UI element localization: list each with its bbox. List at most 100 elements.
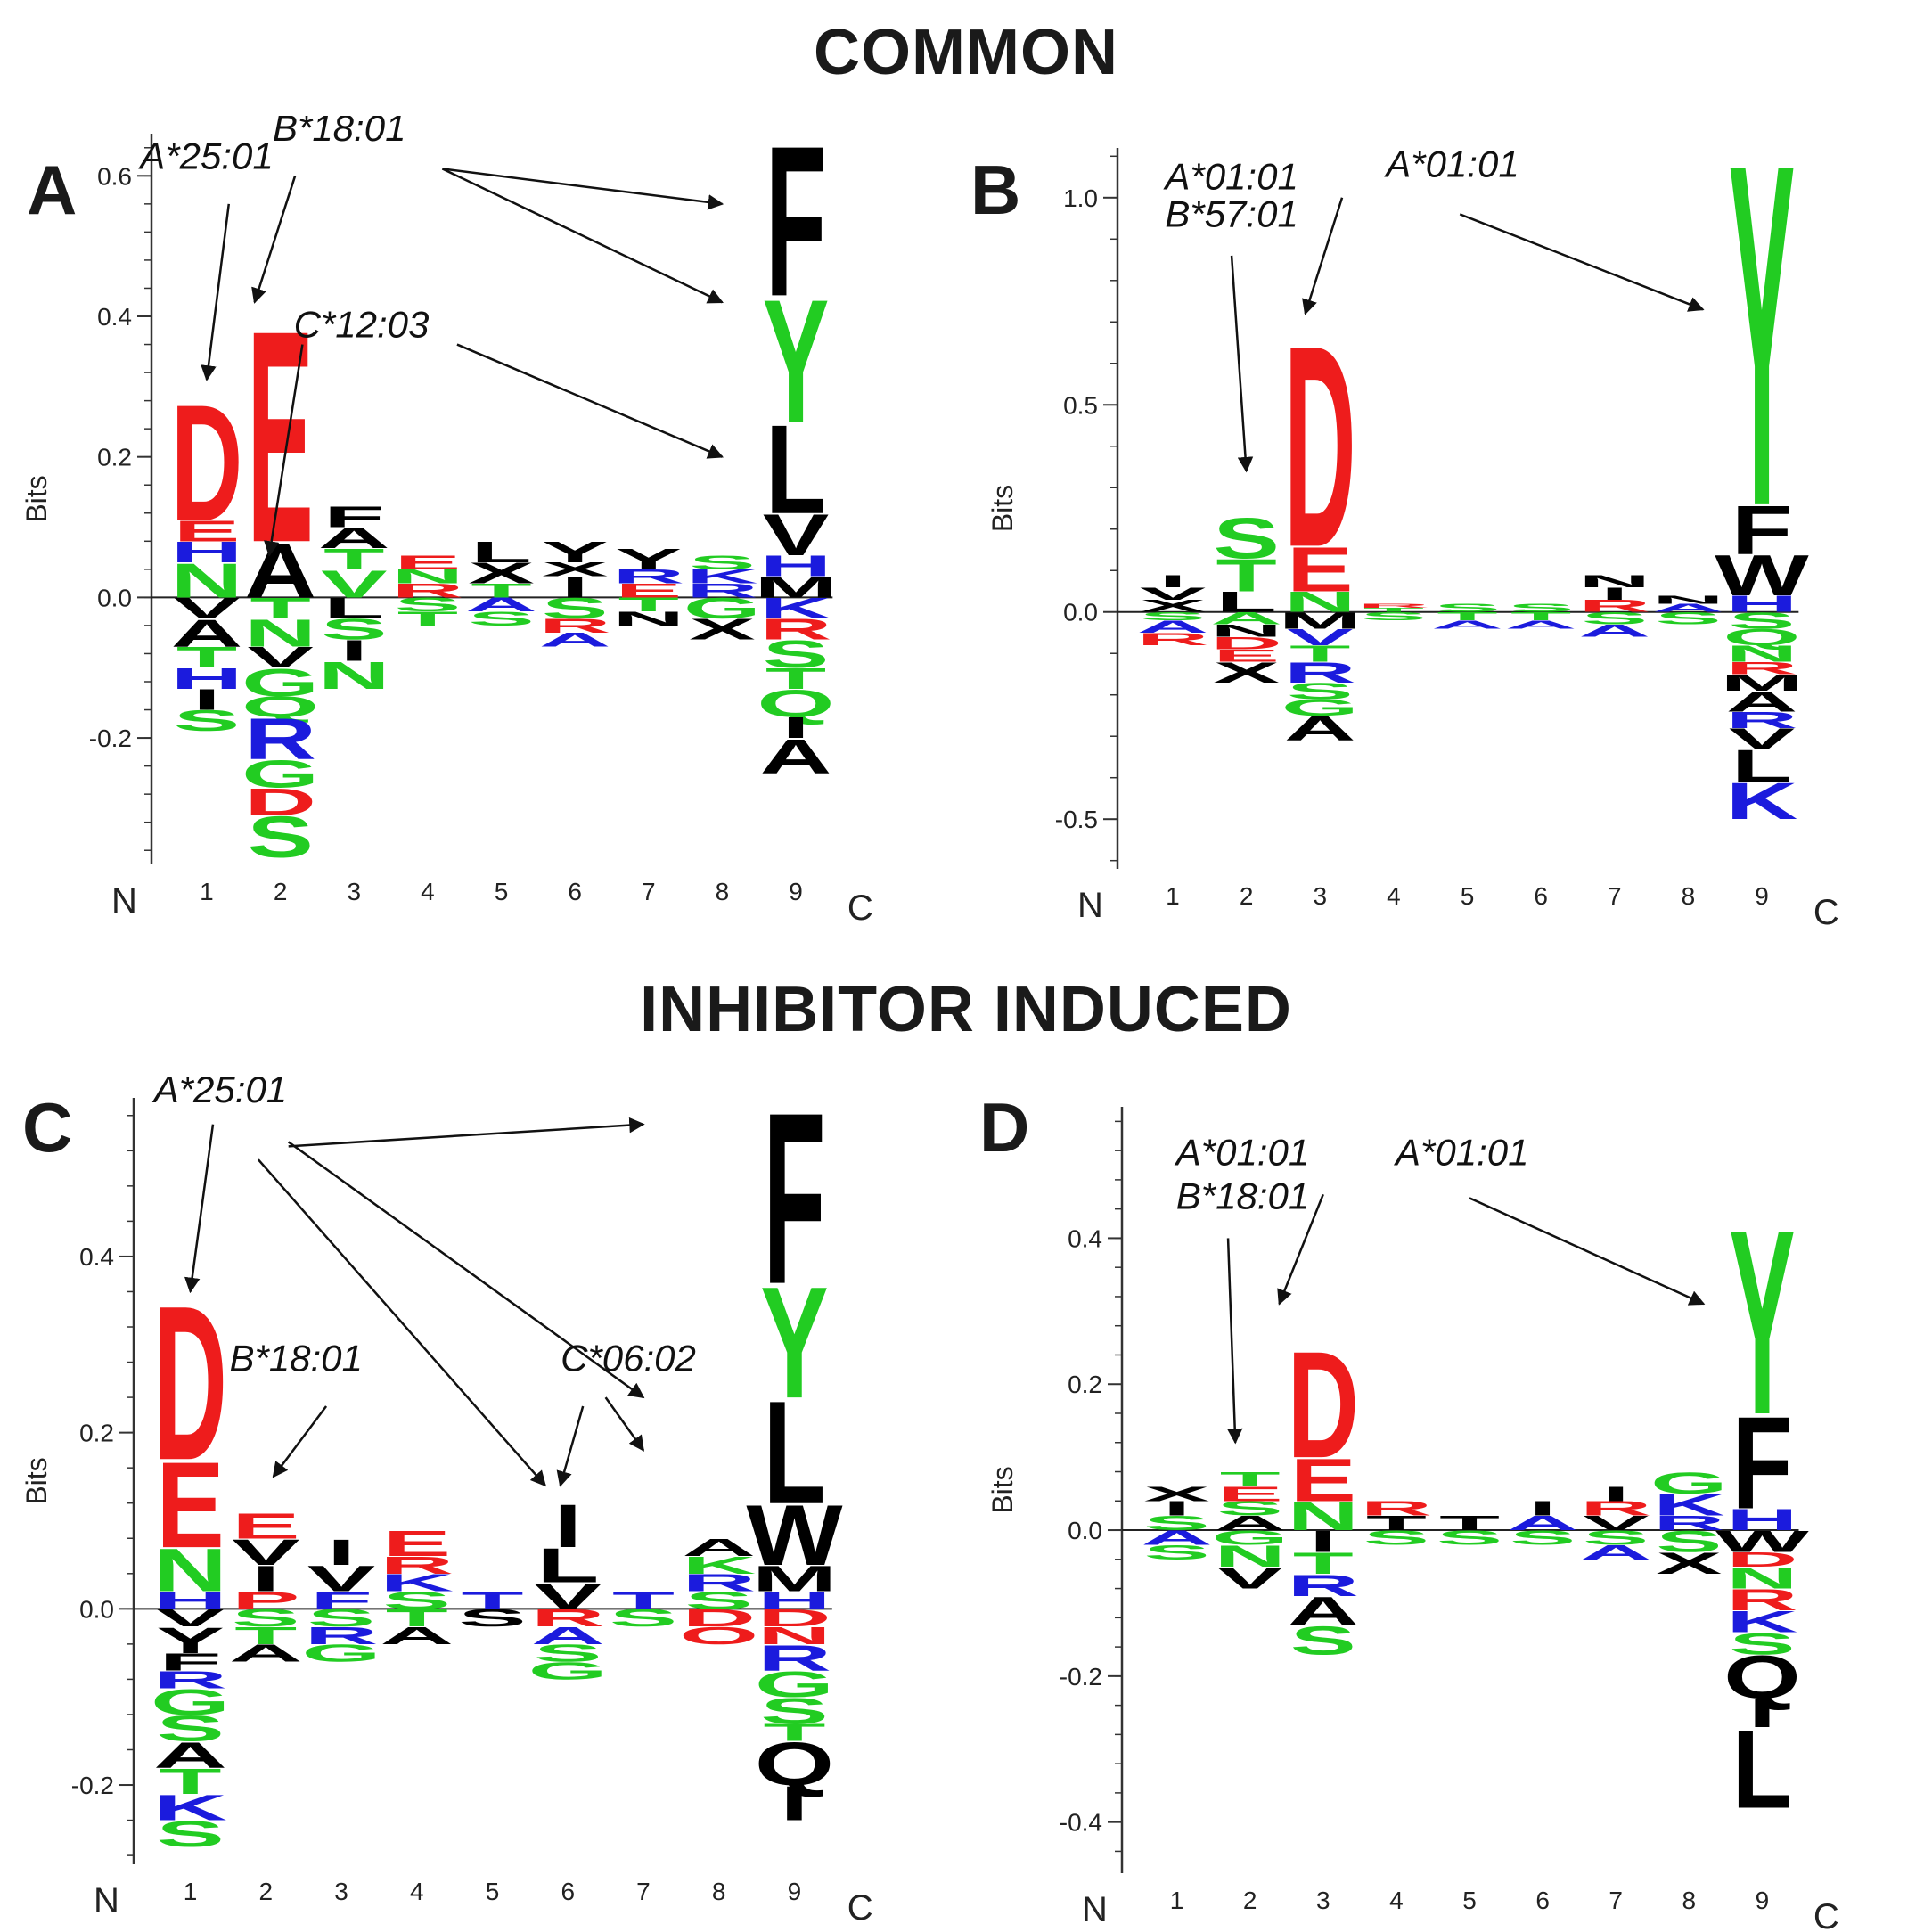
allele-annotation: A*01:01 [1174, 1132, 1309, 1174]
logo-letter-r: R [1361, 1497, 1432, 1520]
x-tick-label: 2 [274, 878, 288, 905]
logo-letter-s: S [1434, 602, 1501, 614]
y-tick-label: 0.2 [97, 444, 132, 471]
logo-letter-t: T [763, 1719, 825, 1747]
y-tick-label: 0.4 [97, 303, 132, 331]
x-tick-label: 8 [1682, 1887, 1697, 1914]
logo-letter-k: K [1653, 1488, 1724, 1522]
logo-letter-r: R [757, 1638, 831, 1679]
logo-letter-n: N [171, 553, 243, 609]
logo-letter-t: T [461, 1587, 523, 1615]
logo-letter-r: R [1137, 629, 1209, 649]
annotation-arrow [442, 168, 724, 210]
logo-letter-r: R [760, 613, 832, 646]
y-tick-label: 0.5 [1063, 391, 1098, 419]
logo-letter-q: Q [242, 691, 319, 724]
x-tick-label: 9 [788, 1878, 802, 1905]
logo-letter-v: V [1583, 1511, 1649, 1535]
logo-letter-e: E [1213, 646, 1280, 666]
logo-letter-i: I [782, 712, 809, 745]
logo-letter-t: T [397, 608, 458, 629]
panel-letter-b: B [970, 151, 1020, 229]
logo-letter-l: L [1731, 741, 1792, 792]
x-tick-label: 3 [334, 1878, 348, 1905]
x-tick-label: 4 [421, 878, 435, 905]
x-tick-label: 4 [410, 1878, 424, 1905]
logo-letter-a: A [1726, 686, 1798, 718]
logo-letter-i: I [1600, 584, 1628, 603]
logo-letter-r: R [1288, 1568, 1359, 1602]
logo-letter-s: S [458, 1604, 526, 1632]
logo-letter-x: X [1144, 1483, 1210, 1506]
logo-letter-l: L [536, 1539, 599, 1593]
y-axis-title: Bits [986, 485, 1019, 532]
logo-letter-r: R [1578, 596, 1650, 616]
logo-letter-o: O [679, 1622, 758, 1650]
panel-letter-d: D [979, 1088, 1029, 1167]
logo-letter-a: A [1141, 1527, 1212, 1550]
logo-letter-d: D [1210, 634, 1282, 653]
logo-letter-t: T [160, 1761, 222, 1802]
allele-annotation: C*06:02 [561, 1337, 696, 1379]
logo-letter-s: S [534, 1640, 602, 1667]
annotation-arrow [1469, 1197, 1706, 1306]
annotation-arrow [1230, 255, 1254, 473]
logo-letter-i: I [553, 1492, 582, 1560]
logo-letter-e: E [383, 1523, 451, 1564]
logo-letter-t: T [1510, 610, 1571, 622]
logo-letter-a: A [1580, 1541, 1651, 1564]
logo-letter-x: X [468, 557, 535, 590]
logo-letter-h: H [153, 1587, 227, 1615]
x-tick-label: 9 [789, 878, 803, 905]
panel-letter-c: C [22, 1088, 72, 1167]
logo-letter-t: T [1289, 642, 1350, 667]
logo-letter-a: A [531, 1622, 605, 1650]
logo-letter-a: A [465, 594, 537, 616]
logo-letter-f: F [1731, 492, 1792, 569]
n-terminus-label: N [1077, 886, 1103, 925]
allele-annotation: B*18:01 [229, 1337, 362, 1379]
logo-letter-n: N [392, 566, 464, 587]
logo-letter-r: R [612, 566, 684, 587]
logo-letter-a: A [1284, 709, 1356, 749]
logo-letter-n: N [757, 1622, 831, 1650]
logo-letter-v: V [156, 1604, 225, 1632]
logo-letter-a: A [1652, 602, 1724, 614]
logo-letter-t: T [250, 593, 310, 626]
logo-letter-s: S [1510, 1527, 1576, 1550]
logo-letter-f: F [763, 1062, 825, 1335]
annotation-arrow [1302, 197, 1344, 315]
logo-letter-r: R [392, 580, 464, 602]
logo-letter-i: I [327, 1532, 356, 1573]
x-tick-label: 1 [1166, 882, 1180, 910]
logo-letter-y: Y [760, 1253, 828, 1431]
annotation-arrow [1277, 1193, 1324, 1306]
annotation-arrow [441, 168, 724, 304]
logo-letter-a: A [318, 522, 390, 555]
x-tick-label: 7 [642, 878, 656, 905]
logo-letter-a: A [1137, 617, 1209, 636]
y-tick-label: -0.2 [89, 724, 132, 752]
logo-letter-a: A [1215, 1511, 1286, 1535]
logo-letter-w: W [1715, 544, 1810, 608]
logo-letter-v: V [307, 1559, 375, 1600]
y-tick-label: -0.2 [71, 1772, 114, 1799]
logo-letter-t: T [323, 543, 384, 576]
logo-letter-a: A [1505, 618, 1577, 631]
annotation-arrow [287, 1141, 645, 1399]
logo-letter-e: E [174, 515, 241, 548]
annotation-arrow [257, 1158, 546, 1487]
logo-letter-t: T [386, 1604, 448, 1632]
logo-letter-s: S [1361, 610, 1428, 622]
logo-letter-a: A [1288, 1588, 1359, 1633]
logo-letter-e: E [1287, 534, 1354, 605]
logo-letter-f: F [323, 501, 384, 534]
logo-letter-s: S [1655, 609, 1722, 628]
c-terminus-label: C [1813, 1897, 1839, 1932]
x-tick-label: 1 [200, 878, 214, 905]
x-tick-label: 6 [568, 878, 582, 905]
logo-letter-l: L [471, 536, 531, 569]
x-tick-label: 6 [1535, 1887, 1550, 1914]
